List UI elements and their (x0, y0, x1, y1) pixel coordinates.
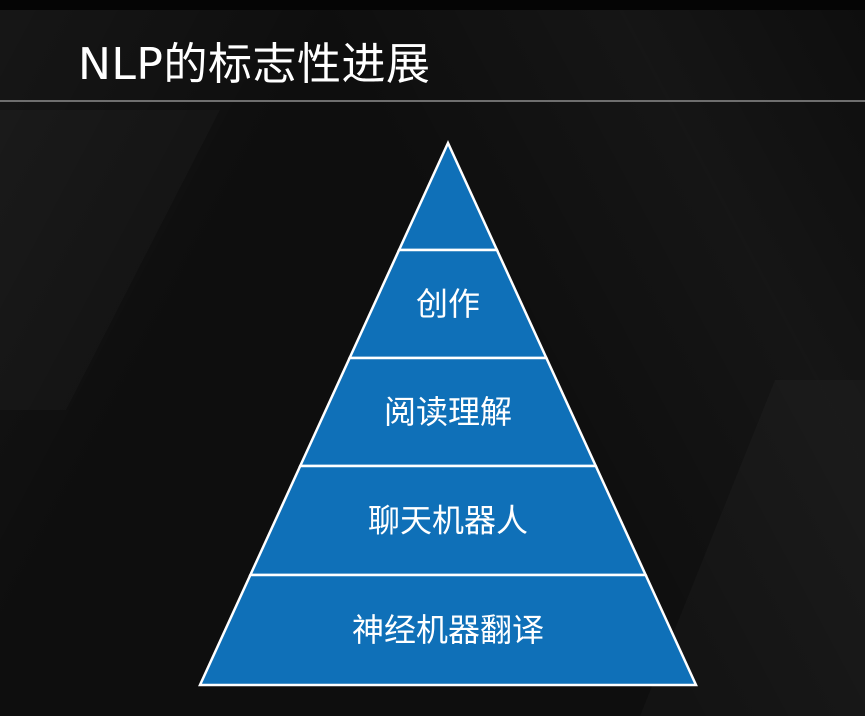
slide-title: NLP的标志性进展 (78, 39, 431, 90)
pyramid-tier-label: 神经机器翻译 (352, 611, 544, 649)
pyramid-tier-5 (198, 573, 698, 687)
pyramid-tier-label: 创作 (416, 285, 480, 323)
pyramid-tier-1 (397, 139, 499, 252)
top-band (0, 0, 865, 10)
pyramid-tier-label: 阅读理解 (384, 393, 512, 431)
title-divider (0, 100, 865, 102)
pyramid-tier-label: 聊天机器人 (368, 502, 528, 540)
